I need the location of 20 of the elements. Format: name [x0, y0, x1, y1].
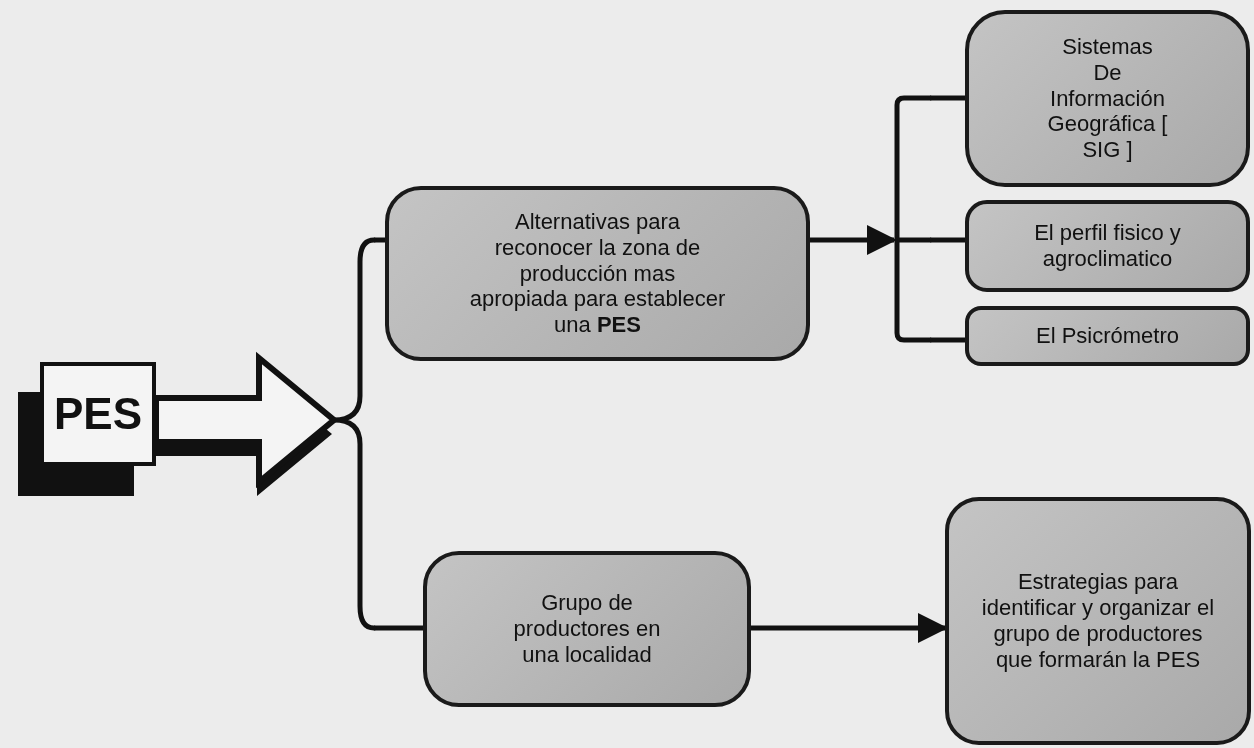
node-label: Estrategias para identificar y organizar el grupo de productores que formarán la PES: [980, 569, 1216, 673]
connector-line: [930, 237, 965, 243]
arrow: [810, 225, 897, 255]
node-label: PES: [53, 389, 142, 439]
connector-line: [930, 337, 965, 343]
node-label: El perfil fisico y agroclimatico: [1033, 220, 1182, 272]
bracket-shape: [334, 238, 374, 630]
rounded-box: [385, 186, 810, 361]
rounded-box: [965, 10, 1250, 187]
node-label: El Psicrómetro: [1035, 323, 1179, 349]
rounded-box: [423, 551, 751, 707]
connector-line: [374, 625, 423, 631]
bracket-shape: [894, 96, 930, 342]
node-label: Grupo de productores en una localidad: [512, 590, 662, 668]
rounded-box: [965, 306, 1250, 366]
node-label: Alternativas para reconocer la zona de producción mas apropiada para establecer una PES: [469, 208, 726, 339]
rounded-box: [965, 200, 1250, 292]
connector-line: [930, 95, 965, 101]
node-label: Sistemas De Información Geográfica [ SIG ]: [1047, 33, 1168, 164]
rounded-box: [945, 497, 1251, 745]
